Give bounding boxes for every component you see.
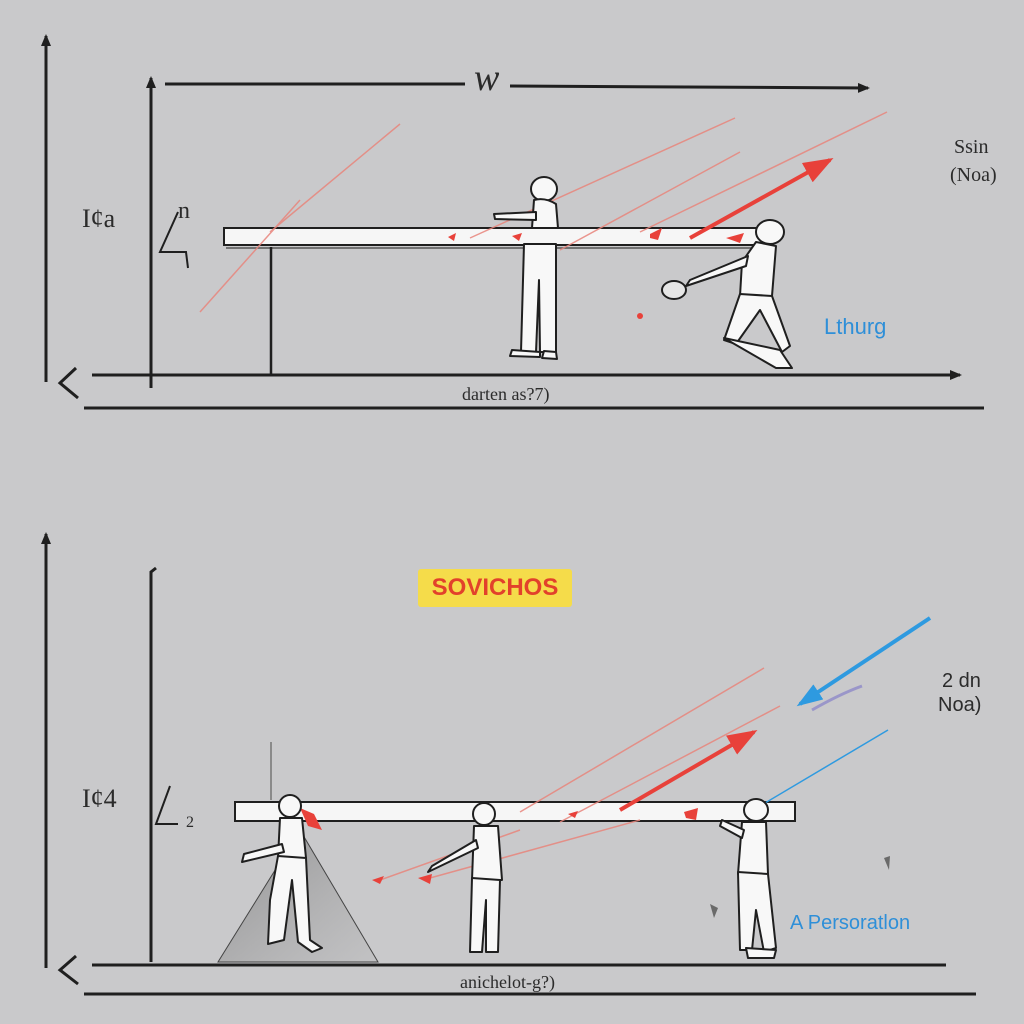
- bottom-height-bar: [149, 566, 157, 962]
- bottom-red-arrow: [618, 729, 758, 812]
- bottom-blue-arrow: [796, 616, 932, 707]
- bottom-blue-smudge: [811, 684, 863, 712]
- bottom-angle-mark: [154, 785, 178, 825]
- bottom-player-right: [719, 798, 777, 959]
- bottom-left-chevron: [57, 954, 79, 986]
- bottom-action-label: A Persoratlon: [790, 912, 911, 934]
- bottom-motion-streaks: [379, 667, 781, 881]
- bottom-angle-label: 2: [186, 814, 194, 831]
- top-motion-streaks: [199, 111, 888, 313]
- top-width-label: w: [474, 57, 500, 99]
- bottom-debris: [710, 856, 890, 918]
- bottom-red-marks: [300, 808, 698, 884]
- bottom-axis-caption: anichelot-g?): [460, 972, 555, 992]
- top-angle-mark: [158, 211, 189, 269]
- bottom-right-label-1: 2 dn: [942, 670, 981, 692]
- top-right-label-1: Ssin: [954, 136, 989, 158]
- top-red-arrow: [689, 158, 834, 240]
- top-left-chevron: [57, 366, 79, 400]
- top-panel: [41, 34, 984, 410]
- bottom-panel: [41, 532, 976, 996]
- bottom-height-label: I¢4: [82, 784, 117, 813]
- top-right-label-2: (Noa): [950, 164, 997, 186]
- bottom-blue-thin-arrow: [759, 729, 889, 807]
- top-player-standing: [493, 176, 559, 360]
- top-action-label: Lthurg: [824, 314, 887, 339]
- top-red-marks: [448, 228, 744, 319]
- top-player-lunging: [661, 219, 793, 369]
- top-width-arrow-right: [509, 82, 870, 93]
- top-axis-caption: darten as?7): [462, 384, 550, 404]
- bottom-right-label-2: Noa): [938, 694, 982, 716]
- bottom-title-badge: SOVICHOS: [418, 569, 572, 607]
- bottom-player-left: [241, 794, 323, 953]
- bottom-player-middle: [427, 802, 503, 953]
- top-height-label: I¢a: [82, 204, 116, 233]
- top-angle-label: n: [178, 198, 190, 224]
- top-table-top: [223, 227, 769, 246]
- bottom-table-top: [234, 801, 796, 822]
